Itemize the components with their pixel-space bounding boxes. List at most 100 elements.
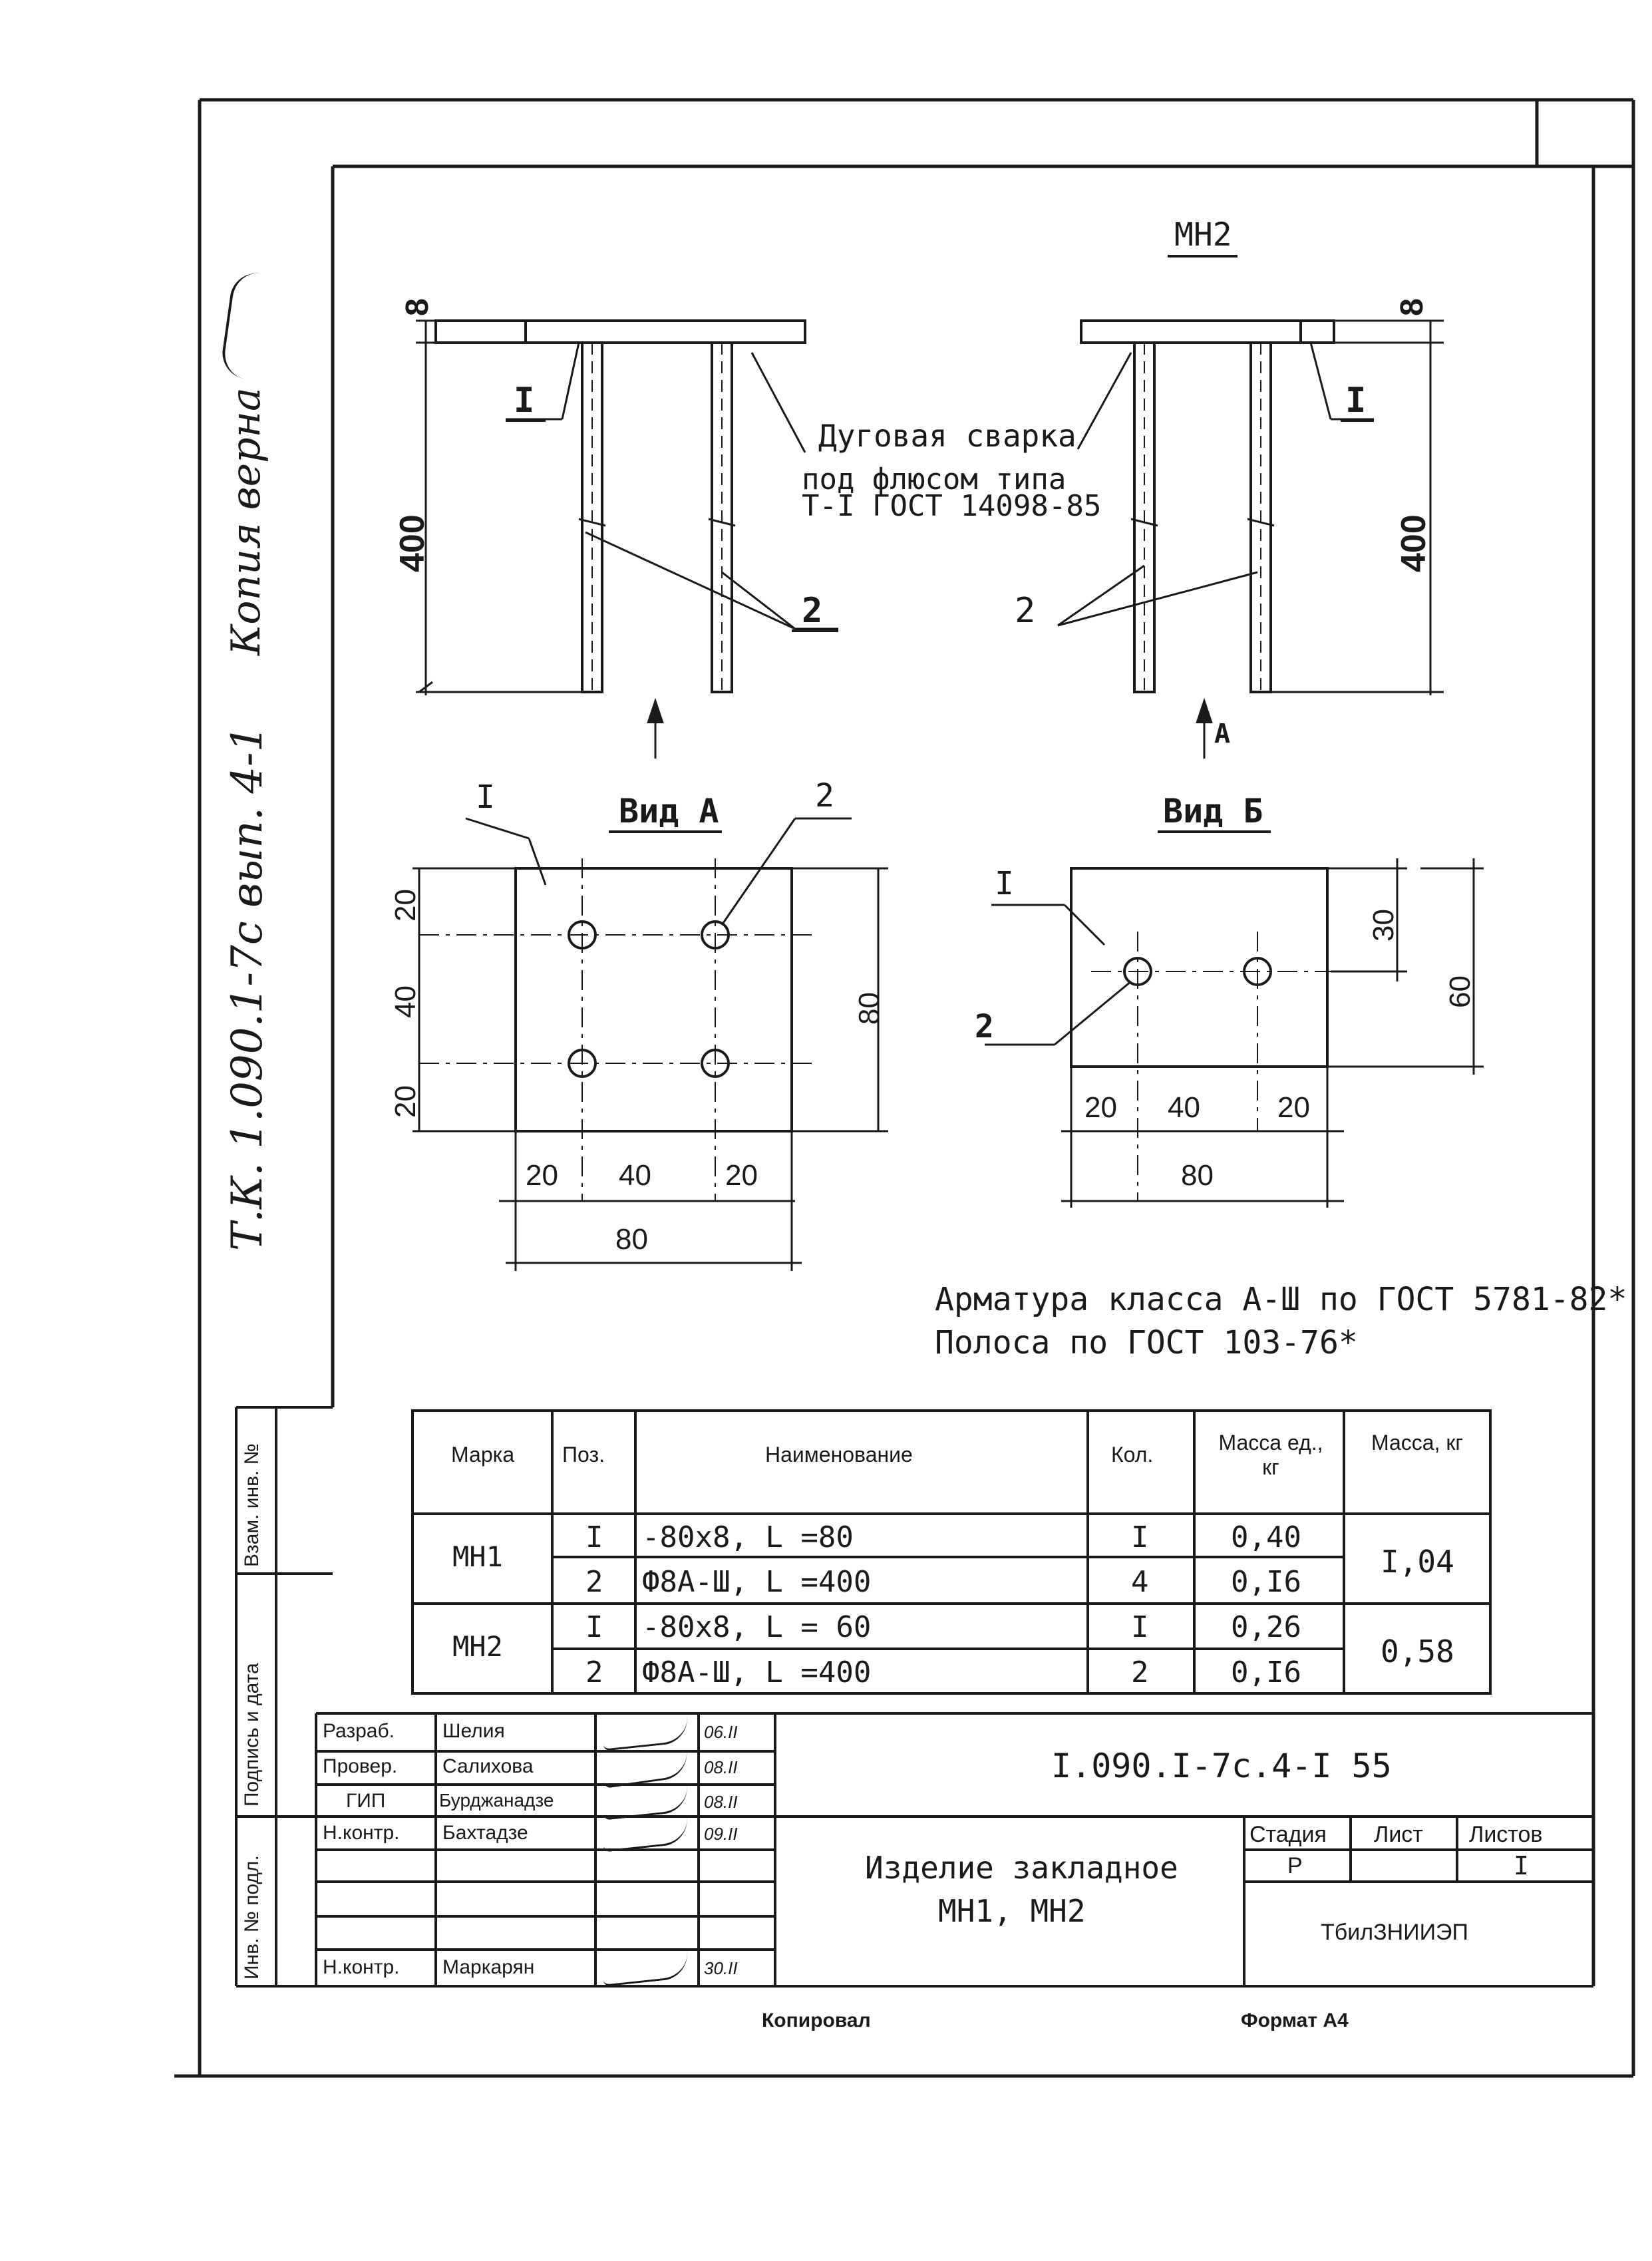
elev-right-pos2: 2 bbox=[1015, 591, 1036, 631]
view-a-dim-v-top: 20 bbox=[389, 889, 422, 922]
spec-row4-unit-mass: 0,I6 bbox=[1231, 1655, 1301, 1689]
spec-table-grid bbox=[411, 1409, 1492, 1695]
view-a-dim-h-mid: 40 bbox=[619, 1159, 651, 1192]
tb-date-2: 08.II bbox=[704, 1757, 738, 1777]
spec-row1-unit-mass: 0,40 bbox=[1231, 1520, 1301, 1554]
spec-header-qty: Кол. bbox=[1111, 1443, 1154, 1467]
view-a-dim-h-right: 20 bbox=[725, 1159, 758, 1192]
note-strip: Полоса по ГОСТ 103-76* bbox=[935, 1324, 1358, 1361]
tb-date-1: 06.II bbox=[704, 1722, 738, 1742]
strip-inv-no: Инв. № подл. bbox=[241, 1855, 263, 1980]
elev-right-dim-8: 8 bbox=[1395, 298, 1430, 316]
spec-header-mark: Марка bbox=[451, 1443, 515, 1467]
note-rebar: Арматура класса А-Ш по ГОСТ 5781-82* bbox=[935, 1281, 1627, 1318]
spec-row2-unit-mass: 0,I6 bbox=[1231, 1565, 1301, 1599]
spec-total-mh1: I,04 bbox=[1381, 1544, 1454, 1580]
spec-row3-pos: I bbox=[585, 1610, 603, 1644]
view-b-pos1: I bbox=[995, 865, 1014, 902]
title-block-code: I.090.I-7с.4-I 55 bbox=[1051, 1747, 1392, 1785]
tb-stage-value: Р bbox=[1287, 1853, 1303, 1878]
side-note: Т.К. 1.090.1-7с вып. 4-1 bbox=[223, 725, 272, 1251]
tb-role-4: Н.контр. bbox=[323, 1822, 400, 1844]
spec-row2-qty: 4 bbox=[1131, 1565, 1149, 1599]
spec-header-name: Наименование bbox=[765, 1443, 913, 1467]
tb-role-2: Провер. bbox=[323, 1755, 398, 1777]
tb-org: ТбилЗНИИЭП bbox=[1321, 1920, 1468, 1945]
view-a-dim-v-bot: 20 bbox=[389, 1085, 422, 1118]
tb-date-4: 09.II bbox=[704, 1824, 738, 1844]
elev-left-pos2: 2 bbox=[802, 591, 823, 631]
view-b-dim-30: 30 bbox=[1367, 909, 1400, 942]
footer-copied: Копировал bbox=[762, 2009, 871, 2031]
tb-sheets-label: Листов bbox=[1469, 1822, 1543, 1847]
elev-right-dim-400: 400 bbox=[1395, 514, 1433, 572]
view-b-dim-h-right: 20 bbox=[1277, 1091, 1310, 1124]
view-b-dim-h-left: 20 bbox=[1084, 1091, 1117, 1124]
spec-row2-name: Ф8А-Ш, L =400 bbox=[642, 1565, 872, 1599]
tb-title-line2: МН1, МН2 bbox=[938, 1893, 1086, 1929]
elev-right-pos1: I bbox=[1345, 381, 1367, 421]
spec-row4-pos: 2 bbox=[585, 1655, 603, 1689]
tb-stage-label: Стадия bbox=[1249, 1822, 1327, 1847]
tb-sheets-value: I bbox=[1514, 1851, 1529, 1880]
view-a-pos1: I bbox=[476, 779, 495, 816]
spec-row4-qty: 2 bbox=[1131, 1655, 1149, 1689]
elevation-mh1 bbox=[416, 319, 838, 759]
title-underlines bbox=[506, 255, 1374, 833]
footer-format: Формат А4 bbox=[1241, 2009, 1349, 2031]
spec-header-total: Масса, кг bbox=[1371, 1431, 1464, 1455]
spec-row3-unit-mass: 0,26 bbox=[1231, 1610, 1301, 1644]
elev-left-dim-400: 400 bbox=[393, 514, 432, 572]
view-a-title: Вид А bbox=[619, 792, 719, 830]
view-a-pos2: 2 bbox=[815, 777, 834, 814]
spec-header-pos: Поз. bbox=[562, 1443, 605, 1467]
tb-role-5: Н.контр. bbox=[323, 1956, 400, 1978]
tb-role-3: ГИП bbox=[346, 1790, 386, 1812]
tb-sheet-label: Лист bbox=[1374, 1822, 1423, 1847]
title-block-grid bbox=[236, 1712, 1593, 1988]
view-a-dim-h-left: 20 bbox=[526, 1159, 558, 1192]
elev-left-dim-8: 8 bbox=[400, 298, 435, 316]
tb-date-5: 30.II bbox=[704, 1958, 738, 1978]
inner-frame bbox=[331, 100, 1633, 1986]
spec-row4-name: Ф8А-Ш, L =400 bbox=[642, 1655, 872, 1689]
view-b-plate bbox=[985, 858, 1484, 1208]
elevation-mh2 bbox=[1057, 319, 1444, 759]
outer-frame bbox=[174, 98, 1635, 2078]
tb-role-1: Разраб. bbox=[323, 1720, 395, 1742]
tb-name-3: Бурджанадзе bbox=[439, 1790, 554, 1811]
spec-row2-pos: 2 bbox=[585, 1565, 603, 1599]
elev-left-pos1: I bbox=[514, 381, 535, 421]
weld-note-line3: Т-I ГОСТ 14098-85 bbox=[802, 489, 1102, 523]
spec-row1-pos: I bbox=[585, 1520, 603, 1554]
view-b-dim-h-mid: 40 bbox=[1168, 1091, 1200, 1124]
view-a-dim-v-mid: 40 bbox=[389, 985, 422, 1018]
view-a-plate bbox=[413, 817, 888, 1271]
copy-note: Копия верна bbox=[223, 387, 269, 655]
weld-note-line2: под флюсом типа bbox=[802, 462, 1067, 496]
view-b-title: Вид Б bbox=[1163, 792, 1263, 830]
spec-total-mh2: 0,58 bbox=[1381, 1634, 1454, 1669]
spec-mark-mh2: МН2 bbox=[452, 1630, 503, 1663]
tb-name-5: Маркарян bbox=[442, 1956, 535, 1978]
tb-name-4: Бахтадзе bbox=[442, 1822, 528, 1844]
spec-row1-qty: I bbox=[1131, 1520, 1149, 1554]
spec-mark-mh1: МН1 bbox=[452, 1540, 503, 1573]
elev-arrow-a-label: А bbox=[1214, 719, 1231, 749]
view-a-dim-total: 80 bbox=[615, 1223, 648, 1256]
mh2-title: МН2 bbox=[1174, 216, 1232, 254]
spec-header-unit-mass: Масса ед., кг bbox=[1218, 1431, 1323, 1479]
spec-row1-name: -80х8, L =80 bbox=[642, 1520, 854, 1554]
view-b-pos2: 2 bbox=[975, 1008, 994, 1045]
spec-row3-qty: I bbox=[1131, 1610, 1149, 1644]
tb-name-1: Шелия bbox=[442, 1720, 505, 1742]
view-b-dim-total: 80 bbox=[1181, 1159, 1214, 1192]
spec-row3-name: -80х8, L = 60 bbox=[642, 1610, 872, 1644]
strip-replace-inv: Взам. инв. № bbox=[241, 1443, 263, 1567]
view-b-dim-60: 60 bbox=[1444, 975, 1476, 1008]
tb-name-2: Салихова bbox=[442, 1755, 534, 1777]
weld-note-line1: Дуговая сварка bbox=[818, 418, 1076, 454]
view-a-dim-right: 80 bbox=[853, 992, 886, 1025]
